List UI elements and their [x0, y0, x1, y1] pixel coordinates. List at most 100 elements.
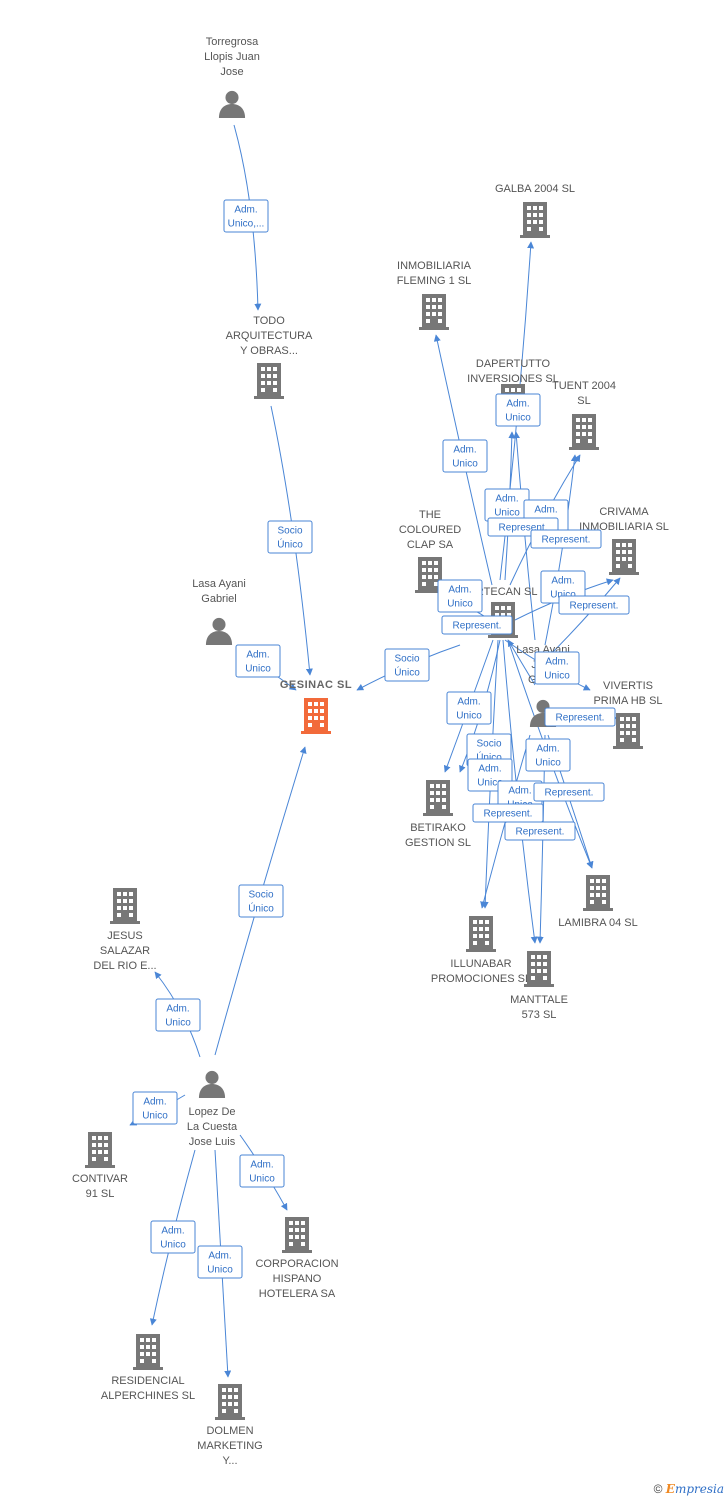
- node-vivertis[interactable]: VIVERTIS PRIMA HB SL: [593, 680, 663, 749]
- edge-label-box[interactable]: Represent.: [504, 821, 576, 841]
- building-icon[interactable]: [301, 698, 331, 734]
- edge-label-box[interactable]: Adm.Unico: [442, 439, 488, 473]
- person-icon[interactable]: [198, 1070, 226, 1098]
- node-label[interactable]: CONTIVAR: [72, 1173, 128, 1185]
- node-label[interactable]: GESINAC SL: [280, 679, 352, 691]
- edge-label-box[interactable]: Adm.Unico: [484, 488, 530, 522]
- node-label[interactable]: PRIMA HB SL: [593, 695, 662, 707]
- person-icon[interactable]: [218, 90, 246, 118]
- node-label[interactable]: RESIDENCIAL: [111, 1375, 184, 1387]
- node-betirako[interactable]: BETIRAKO GESTION SL: [405, 780, 471, 849]
- node-label[interactable]: Gabriel: [201, 593, 236, 605]
- building-icon[interactable]: [613, 713, 643, 749]
- edge-label-box[interactable]: Adm.Unico: [132, 1091, 178, 1125]
- node-label[interactable]: CRIVAMA: [599, 506, 649, 518]
- node-corporacion[interactable]: CORPORACION HISPANO HOTELERA SA: [255, 1217, 339, 1300]
- node-label[interactable]: SALAZAR: [100, 945, 150, 957]
- node-label[interactable]: TUENT 2004: [552, 380, 616, 392]
- building-icon[interactable]: [524, 951, 554, 987]
- building-icon[interactable]: [609, 539, 639, 575]
- edge-label-box[interactable]: Adm.Unico: [437, 579, 483, 613]
- node-dapertutto[interactable]: DAPERTUTTO INVERSIONES SL: [467, 358, 559, 420]
- node-jesus[interactable]: JESUS SALAZAR DEL RIO E...: [93, 888, 157, 972]
- edge-label-box[interactable]: Represent.: [441, 615, 513, 635]
- node-label[interactable]: HOTELERA SA: [259, 1288, 336, 1300]
- node-label[interactable]: GALBA 2004 SL: [495, 183, 575, 195]
- node-label[interactable]: INMOBILIARIA: [397, 260, 472, 272]
- node-label[interactable]: PROMOCIONES SL: [431, 973, 531, 985]
- building-icon[interactable]: [569, 414, 599, 450]
- building-icon[interactable]: [85, 1132, 115, 1168]
- node-illunabar[interactable]: ILLUNABAR PROMOCIONES SL: [431, 916, 531, 985]
- node-label[interactable]: 91 SL: [86, 1188, 115, 1200]
- node-artecan[interactable]: ARTECAN SL: [469, 586, 538, 638]
- node-label[interactable]: CLAP SA: [407, 539, 454, 551]
- node-label[interactable]: Lasa Ayani: [192, 578, 246, 590]
- node-label[interactable]: Y...: [222, 1455, 237, 1467]
- edge-label-box[interactable]: Adm.Unico: [150, 1220, 196, 1254]
- node-label[interactable]: INVERSIONES SL: [467, 373, 559, 385]
- edge-label-box[interactable]: Represent.: [544, 707, 616, 727]
- building-icon[interactable]: [254, 363, 284, 399]
- building-icon[interactable]: [520, 202, 550, 238]
- node-label[interactable]: 573 SL: [522, 1009, 557, 1021]
- node-label[interactable]: LAMIBRA 04 SL: [558, 917, 638, 929]
- node-galba[interactable]: GALBA 2004 SL: [495, 183, 575, 238]
- edge-label-box[interactable]: Adm.Unico: [155, 998, 201, 1032]
- node-label[interactable]: CORPORACION: [255, 1258, 338, 1270]
- node-label[interactable]: GESTION SL: [405, 837, 471, 849]
- node-label[interactable]: DEL RIO E...: [93, 960, 156, 972]
- node-label[interactable]: BETIRAKO: [410, 822, 466, 834]
- node-lambra[interactable]: LAMIBRA 04 SL: [558, 875, 638, 929]
- building-icon[interactable]: [133, 1334, 163, 1370]
- edge-label-box[interactable]: Adm.Unico: [235, 644, 281, 678]
- node-label[interactable]: DAPERTUTTO: [476, 358, 551, 370]
- node-label[interactable]: VIVERTIS: [603, 680, 653, 692]
- edge-label-box[interactable]: Adm.Unico: [197, 1245, 243, 1279]
- node-label[interactable]: JESUS: [107, 930, 142, 942]
- node-label[interactable]: Jose: [220, 66, 243, 78]
- node-label[interactable]: Y OBRAS...: [240, 345, 298, 357]
- building-icon[interactable]: [419, 294, 449, 330]
- node-label[interactable]: HISPANO: [273, 1273, 322, 1285]
- edge-label-box[interactable]: Represent.: [472, 803, 544, 823]
- node-label[interactable]: THE: [419, 509, 441, 521]
- node-label[interactable]: ILLUNABAR: [450, 958, 511, 970]
- building-icon[interactable]: [423, 780, 453, 816]
- node-label[interactable]: MARKETING: [197, 1440, 262, 1452]
- node-label[interactable]: Jose Luis: [189, 1136, 236, 1148]
- node-label[interactable]: ARQUITECTURA: [226, 330, 313, 342]
- edge-label-box[interactable]: Adm.Unico: [446, 691, 492, 725]
- edge-label-box[interactable]: Adm.Unico: [525, 738, 571, 772]
- edge-label-box[interactable]: Represent.: [533, 782, 605, 802]
- person-icon[interactable]: [205, 617, 233, 645]
- node-label[interactable]: La Cuesta: [187, 1121, 238, 1133]
- edge-label-box[interactable]: Adm.Unico: [534, 651, 580, 685]
- edge-label-box[interactable]: Represent.: [530, 529, 602, 549]
- edge-label-box[interactable]: Adm.Unico: [495, 393, 541, 427]
- edge-label-box[interactable]: Represent.: [558, 595, 630, 615]
- node-label[interactable]: DOLMEN: [206, 1425, 253, 1437]
- node-dolmen[interactable]: DOLMEN MARKETING Y...: [197, 1384, 263, 1467]
- building-icon[interactable]: [583, 875, 613, 911]
- node-contivar[interactable]: CONTIVAR 91 SL: [72, 1132, 128, 1200]
- node-label[interactable]: Lopez De: [188, 1106, 235, 1118]
- node-label[interactable]: Llopis Juan: [204, 51, 260, 63]
- building-icon[interactable]: [215, 1384, 245, 1420]
- node-gesinac[interactable]: GESINAC SL: [280, 679, 352, 734]
- node-label[interactable]: SL: [577, 395, 590, 407]
- empresia-logo[interactable]: Empresia: [665, 1482, 724, 1496]
